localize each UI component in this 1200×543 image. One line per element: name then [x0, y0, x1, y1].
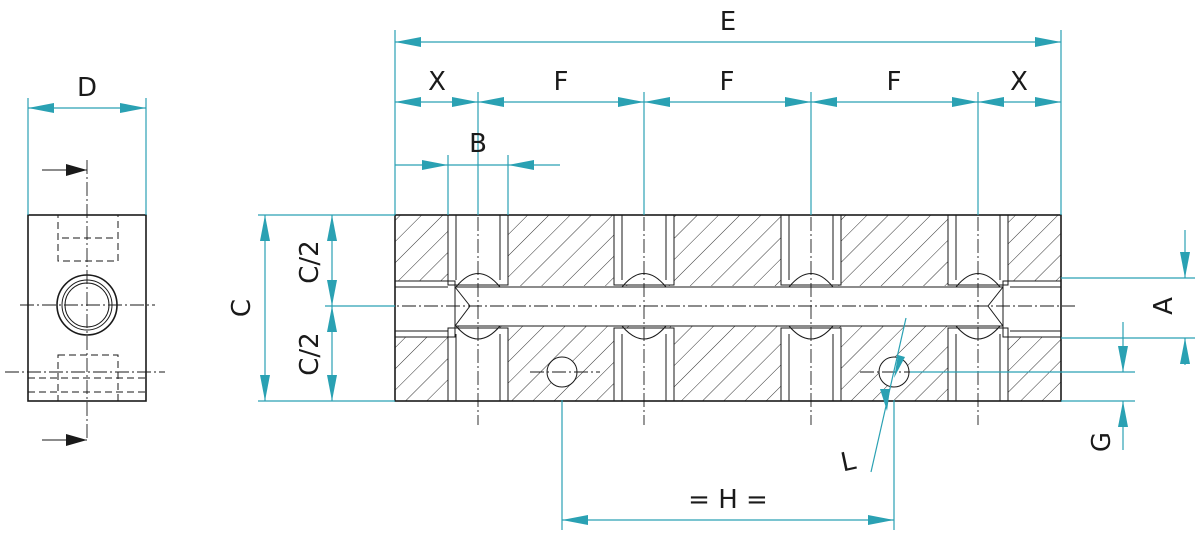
label-f-3: F	[887, 67, 902, 97]
dimension-d: D	[27, 73, 147, 215]
label-c-half-top: C/2	[295, 240, 325, 283]
label-x-right: X	[1010, 67, 1028, 97]
label-e: E	[720, 7, 736, 37]
dimension-b: B	[395, 129, 560, 215]
label-c-half-bottom: C/2	[295, 332, 325, 375]
label-g: G	[1087, 432, 1117, 452]
label-a: A	[1149, 297, 1179, 315]
front-section-view	[380, 195, 1075, 425]
dimension-a: A	[1061, 230, 1195, 365]
dimension-l: L	[838, 317, 907, 478]
dimension-g: G	[910, 322, 1135, 452]
label-c: C	[227, 299, 257, 317]
label-d: D	[77, 73, 97, 103]
label-l: L	[838, 446, 859, 478]
label-h: = H =	[688, 485, 768, 515]
dimension-c: C C/2 C/2	[227, 214, 395, 402]
label-x-left: X	[428, 67, 446, 97]
side-view	[5, 160, 165, 446]
dimension-h: = H =	[561, 400, 895, 530]
label-f-2: F	[720, 67, 735, 97]
dimension-e: E	[394, 7, 1062, 215]
label-b: B	[469, 129, 487, 159]
label-f-1: F	[554, 67, 569, 97]
dimension-chain-x-f: X F F F X	[395, 67, 1061, 215]
